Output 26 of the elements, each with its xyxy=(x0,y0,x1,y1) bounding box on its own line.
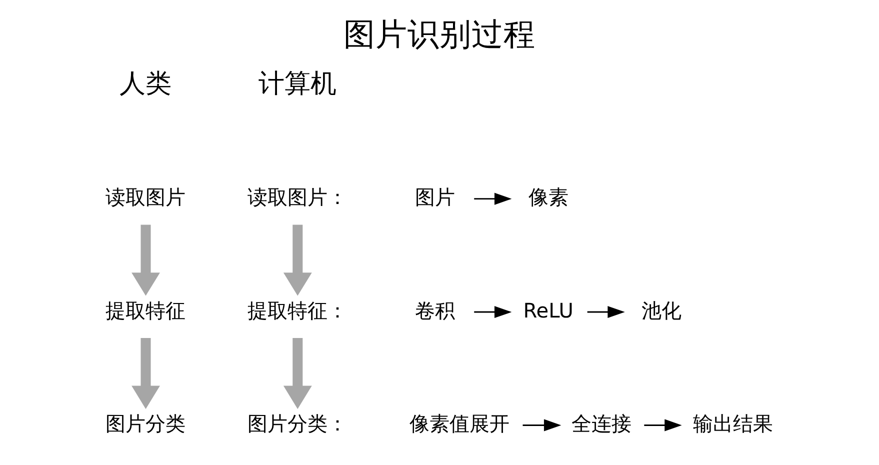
arrow xyxy=(474,192,512,205)
node-text: 提取特征： xyxy=(248,298,348,322)
node-text: 计算机 xyxy=(258,68,337,99)
diagram-title: 图片识别过程 xyxy=(344,16,536,53)
arrow xyxy=(132,338,160,409)
arrow xyxy=(644,419,682,432)
node-text: 读取图片： xyxy=(248,185,348,210)
node-text: 像素 xyxy=(528,185,568,210)
arrow xyxy=(283,224,312,296)
arrow xyxy=(522,419,562,432)
node-text: 图片 xyxy=(415,185,456,210)
arrow xyxy=(132,224,160,296)
node-text: 卷积 xyxy=(415,298,456,322)
node-text: ReLU xyxy=(523,298,574,322)
node-text: 读取图片 xyxy=(106,185,186,210)
node-text: 全连接 xyxy=(571,412,632,436)
node-text: 提取特征 xyxy=(106,298,186,322)
arrow xyxy=(587,306,625,318)
node-text: 人类 xyxy=(120,68,172,99)
node-text: 像素值展开 xyxy=(410,412,510,436)
node-text: 池化 xyxy=(642,298,682,322)
node-text: 图片分类 xyxy=(106,412,186,436)
arrow xyxy=(474,306,512,318)
node-text: 图片分类： xyxy=(248,412,348,436)
node-text: 输出结果 xyxy=(693,412,774,436)
arrow xyxy=(283,338,312,409)
